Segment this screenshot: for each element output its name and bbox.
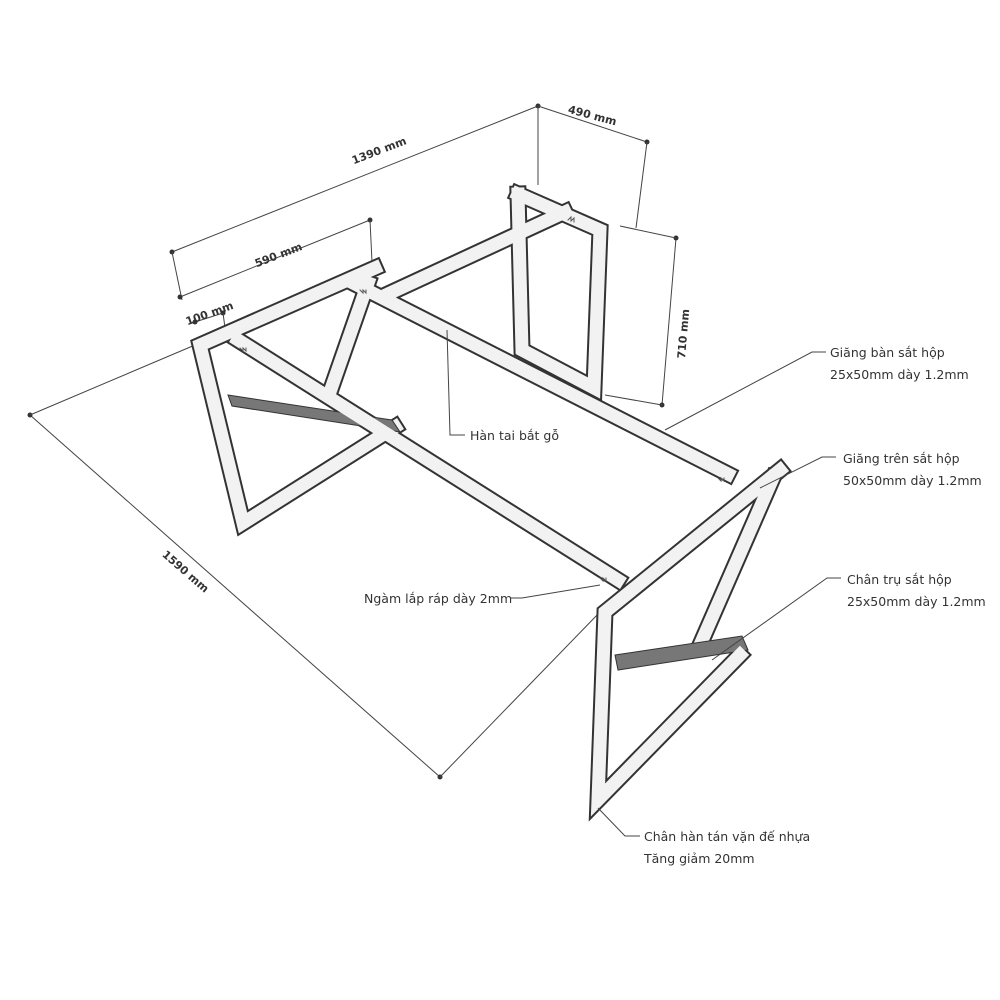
leader-lines: [446, 329, 841, 837]
extension-line: [604, 394, 663, 406]
right-brace-bar: [614, 635, 749, 671]
label-line: Chân hàn tán vặn đế nhựa: [644, 829, 811, 844]
label-line: Tăng giảm 20mm: [644, 851, 755, 866]
label-top-rail: Giăng trên sắt hộp 50x50mm dày 1.2mm: [843, 448, 982, 492]
extension-line: [439, 611, 601, 778]
extension-line: [619, 225, 677, 239]
label-foot: Chân hàn tán vặn đế nhựa Tăng giảm 20mm: [644, 826, 810, 870]
label-line: 25x50mm dày 1.2mm: [830, 367, 969, 382]
label-line: Chân trụ sắt hộp: [847, 572, 952, 587]
extension-line: [635, 141, 648, 229]
extension-line: [369, 219, 373, 263]
extension-line: [29, 344, 196, 416]
dim-line-710: [659, 235, 679, 408]
extension-line: [171, 251, 183, 301]
label-line: Giăng bàn sắt hộp: [830, 345, 945, 360]
label-line: 50x50mm dày 1.2mm: [843, 473, 982, 488]
label-line: 25x50mm dày 1.2mm: [847, 594, 986, 609]
label-table-rail: Giăng bàn sắt hộp 25x50mm dày 1.2mm: [830, 342, 969, 386]
label-weld-tab: Hàn tai bắt gỗ: [470, 428, 560, 443]
joint-marks: [239, 215, 725, 583]
dim-line-100: [192, 310, 226, 325]
label-joint: Ngàm lắp ráp dày 2mm: [364, 591, 513, 606]
dimension-lines: [27, 103, 679, 780]
label-leg-post: Chân trụ sắt hộp 25x50mm dày 1.2mm: [847, 569, 986, 613]
dim-line-1390: [169, 103, 541, 255]
label-line: Giăng trên sắt hộp: [843, 451, 960, 466]
dim-line-490: [537, 105, 650, 145]
dim-line-1590: [27, 412, 443, 780]
frame: [190, 182, 792, 822]
dim-line-590: [177, 217, 373, 300]
